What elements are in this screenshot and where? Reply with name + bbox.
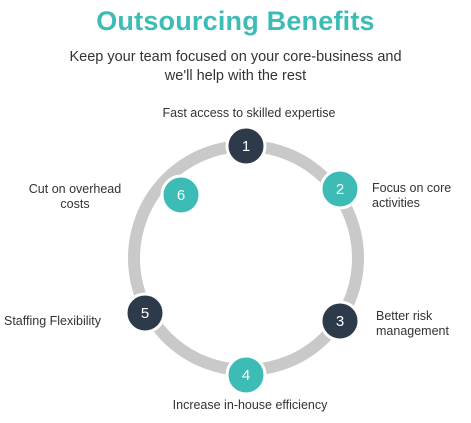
step-5-label-line-1: Staffing Flexibility bbox=[4, 314, 102, 328]
step-3-label-line-2: management bbox=[376, 324, 449, 338]
step-6-label-line-1: Cut on overhead bbox=[28, 182, 122, 196]
step-node-6: 6 bbox=[160, 174, 202, 216]
subtitle-line-1: Keep your team focused on your core-busi… bbox=[69, 49, 402, 65]
step-node-5-number: 5 bbox=[141, 305, 149, 322]
step-2-label-line-2: activities bbox=[372, 196, 420, 210]
step-6-label-line-2: costs bbox=[60, 197, 90, 211]
diagram-subtitle: Keep your team focused on your core-busi… bbox=[40, 48, 431, 86]
step-node-3-number: 3 bbox=[336, 313, 344, 330]
step-4-label: Increase in-house efficiency bbox=[150, 398, 350, 413]
step-node-1: 1 bbox=[225, 125, 267, 167]
step-node-4-number: 4 bbox=[242, 367, 250, 384]
step-node-2: 2 bbox=[319, 168, 361, 210]
step-node-4-circle bbox=[225, 354, 267, 396]
step-node-5-circle bbox=[124, 292, 166, 334]
subtitle-line-2: we'll help with the rest bbox=[164, 68, 307, 84]
step-node-3-circle bbox=[319, 300, 361, 342]
step-node-1-circle bbox=[225, 125, 267, 167]
step-2-label-line-1: Focus on core bbox=[372, 181, 452, 195]
step-1-label: Fast access to skilled expertise bbox=[154, 106, 344, 121]
step-node-4: 4 bbox=[225, 354, 267, 396]
step-1-label-line-1: Fast access to skilled expertise bbox=[162, 106, 336, 120]
step-node-6-number: 6 bbox=[177, 187, 185, 204]
step-node-5: 5 bbox=[124, 292, 166, 334]
step-node-2-number: 2 bbox=[336, 181, 344, 198]
step-2-label: Focus on core activities bbox=[372, 181, 464, 211]
step-node-3: 3 bbox=[319, 300, 361, 342]
step-5-label: Staffing Flexibility bbox=[4, 314, 126, 329]
step-6-label: Cut on overhead costs bbox=[8, 182, 142, 212]
diagram-title: Outsourcing Benefits bbox=[96, 6, 375, 36]
step-3-label: Better risk management bbox=[376, 309, 466, 339]
step-node-2-circle bbox=[319, 168, 361, 210]
step-node-6-circle bbox=[160, 174, 202, 216]
step-node-1-number: 1 bbox=[242, 138, 250, 155]
step-4-label-line-1: Increase in-house efficiency bbox=[172, 398, 328, 412]
step-nodes: 1 2 3 4 5 6 bbox=[124, 125, 361, 396]
step-3-label-line-1: Better risk bbox=[376, 309, 433, 323]
